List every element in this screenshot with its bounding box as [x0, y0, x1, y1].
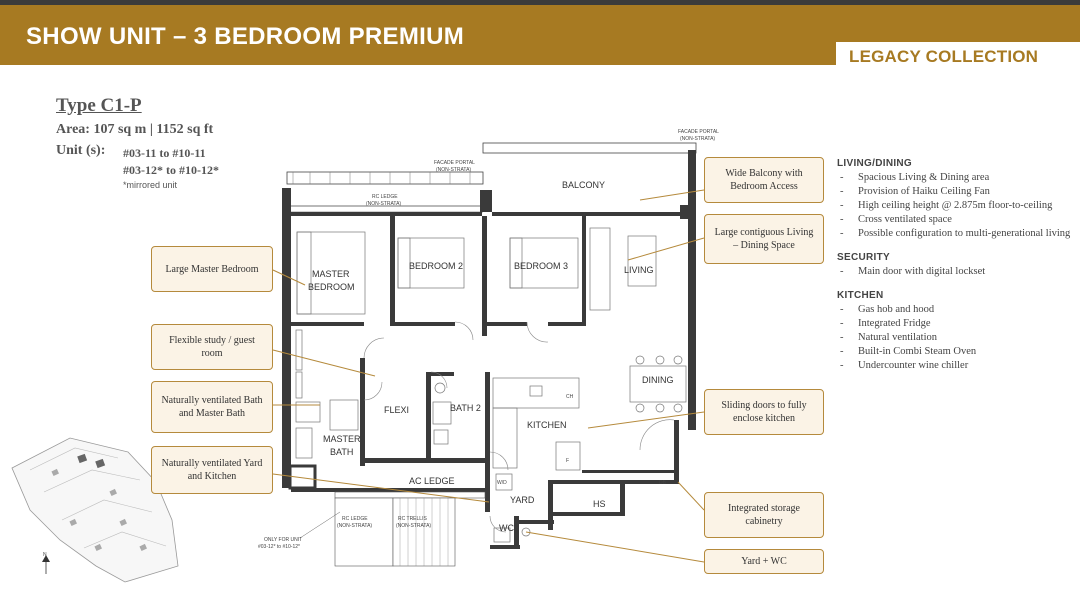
rc-ledge-top-1: RC LEDGE — [372, 194, 398, 200]
only-for-unit-1: ONLY FOR UNIT — [264, 537, 302, 543]
page-title: SHOW UNIT – 3 BEDROOM PREMIUM — [26, 23, 465, 50]
room-wd: W/D — [497, 480, 507, 486]
feature-item: Spacious Living & Dining area — [837, 171, 1077, 185]
room-master-bath-1: MASTER — [323, 434, 361, 444]
feature-item: Integrated Fridge — [837, 317, 1077, 331]
callout-leaders — [272, 189, 705, 563]
room-ch: CH — [566, 394, 574, 400]
room-flexi: FLEXI — [384, 405, 409, 415]
feature-item: Cross ventilated space — [837, 213, 1077, 227]
north-label: N — [43, 552, 47, 558]
room-kitchen: KITCHEN — [527, 420, 567, 430]
callout-storage: Integrated storage cabinetry — [704, 492, 824, 538]
features-list: LIVING/DINING Spacious Living & Dining a… — [837, 158, 1077, 384]
feature-item: Natural ventilation — [837, 331, 1077, 345]
room-db: DB — [659, 480, 667, 486]
room-master-bedroom-2: BEDROOM — [308, 282, 355, 292]
facade-portal-top-1: FACADE PORTAL — [678, 129, 719, 135]
feature-section-living: LIVING/DINING Spacious Living & Dining a… — [837, 158, 1077, 241]
top-rule — [0, 0, 1080, 5]
only-for-unit-2: #03-12* to #10-12* — [258, 544, 300, 550]
feature-heading: SECURITY — [837, 252, 890, 263]
room-wc: WC — [499, 523, 514, 533]
feature-item: Built-in Combi Steam Oven — [837, 345, 1077, 359]
facade-portal-left-1: FACADE PORTAL — [434, 160, 475, 166]
room-balcony: BALCONY — [562, 180, 605, 190]
site-key-plan: N — [11, 437, 179, 583]
feature-item: High ceiling height @ 2.875m floor-to-ce… — [837, 199, 1077, 213]
room-living: LIVING — [624, 265, 654, 275]
room-ac-ledge: AC LEDGE — [409, 476, 455, 486]
callout-master-bedroom: Large Master Bedroom — [151, 246, 273, 292]
feature-item: Gas hob and hood — [837, 303, 1077, 317]
unit-area: Area: 107 sq m | 1152 sq ft — [56, 122, 214, 137]
room-bedroom2: BEDROOM 2 — [409, 261, 463, 271]
room-master-bedroom-1: MASTER — [312, 269, 350, 279]
rc-trellis-1: RC TRELLIS — [398, 516, 427, 522]
room-bedroom3: BEDROOM 3 — [514, 261, 568, 271]
mirrored-note: *mirrored unit — [123, 180, 178, 190]
rc-ledge-bottom-1: RC LEDGE — [342, 516, 368, 522]
feature-heading: LIVING/DINING — [837, 158, 913, 169]
feature-item: Possible configuration to multi-generati… — [837, 227, 1077, 241]
unit-label: Unit (s): — [56, 143, 106, 158]
walls — [282, 150, 696, 549]
room-bath2: BATH 2 — [450, 403, 481, 413]
callout-living-dining: Large contiguous Living – Dining Space — [704, 214, 824, 264]
callout-bath: Naturally ventilated Bath and Master Bat… — [151, 381, 273, 433]
furniture — [295, 227, 687, 543]
unit-type-title: Type C1-P — [56, 95, 142, 116]
rc-ledge-bottom-2: (NON-STRATA) — [337, 523, 372, 529]
collection-name: LEGACY COLLECTION — [849, 47, 1039, 66]
unit-range-1: #03-11 to #10-11 — [123, 146, 206, 160]
rc-trellis-2: (NON-STRATA) — [396, 523, 431, 529]
feature-section-kitchen: KITCHEN Gas hob and hood Integrated Frid… — [837, 290, 1077, 373]
feature-item: Undercounter wine chiller — [837, 359, 1077, 373]
door-swings — [363, 321, 675, 533]
rc-ledge-top-2: (NON-STRATA) — [366, 201, 401, 207]
room-dining: DINING — [642, 375, 674, 385]
feature-heading: KITCHEN — [837, 290, 884, 301]
callout-yard-wc: Yard + WC — [704, 549, 824, 574]
room-master-bath-2: BATH — [330, 447, 353, 457]
room-hs: HS — [593, 499, 606, 509]
feature-item: Provision of Haiku Ceiling Fan — [837, 185, 1077, 199]
callout-sliding-doors: Sliding doors to fully enclose kitchen — [704, 389, 824, 435]
callout-yard-kitchen: Naturally ventilated Yard and Kitchen — [151, 446, 273, 494]
collection-tab — [836, 42, 1080, 68]
facade-portal-top-2: (NON-STRATA) — [680, 136, 715, 142]
room-yard: YARD — [510, 495, 535, 505]
feature-item: Main door with digital lockset — [837, 265, 1077, 279]
callout-balcony: Wide Balcony with Bedroom Access — [704, 157, 824, 203]
feature-section-security: SECURITY Main door with digital lockset — [837, 252, 1077, 279]
room-f: F — [566, 458, 569, 464]
callout-study: Flexible study / guest room — [151, 324, 273, 370]
unit-range-2: #03-12* to #10-12* — [123, 163, 219, 177]
facade-portal-left-2: (NON-STRATA) — [436, 167, 471, 173]
